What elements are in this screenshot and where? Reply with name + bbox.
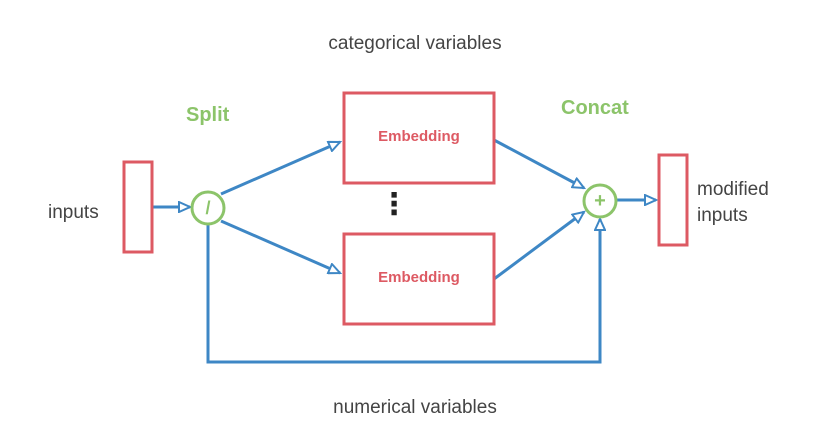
ellipsis-marker: ⋮ — [379, 188, 409, 221]
split-label: Split — [186, 104, 230, 126]
embedding-bottom-to-concat-arrow — [493, 212, 584, 281]
embedding-box-top — [342, 91, 496, 185]
embedding-top-to-concat-arrow — [493, 138, 584, 190]
output-box — [657, 153, 689, 247]
embedding-label-bottom: Embedding — [378, 269, 460, 286]
concat-node — [582, 183, 618, 219]
split-to-embedding-top-arrow — [220, 140, 340, 196]
split-symbol: / — [205, 198, 211, 218]
input-box — [122, 160, 154, 254]
split-to-embedding-bottom-arrow — [220, 219, 340, 275]
split-node — [190, 190, 226, 226]
concat-label: Concat — [561, 97, 629, 119]
concat-symbol: + — [594, 190, 606, 212]
embedding-label-top: Embedding — [378, 128, 460, 145]
numerical-bypass-arrow — [206, 219, 600, 364]
modified-label: modified — [697, 179, 769, 200]
categorical-variables-label: categorical variables — [328, 33, 502, 54]
embedding-box-bottom — [342, 232, 496, 326]
inputs-label: inputs — [48, 202, 99, 223]
numerical-variables-label: numerical variables — [333, 397, 497, 418]
modified-inputs-label: inputs — [697, 205, 748, 226]
